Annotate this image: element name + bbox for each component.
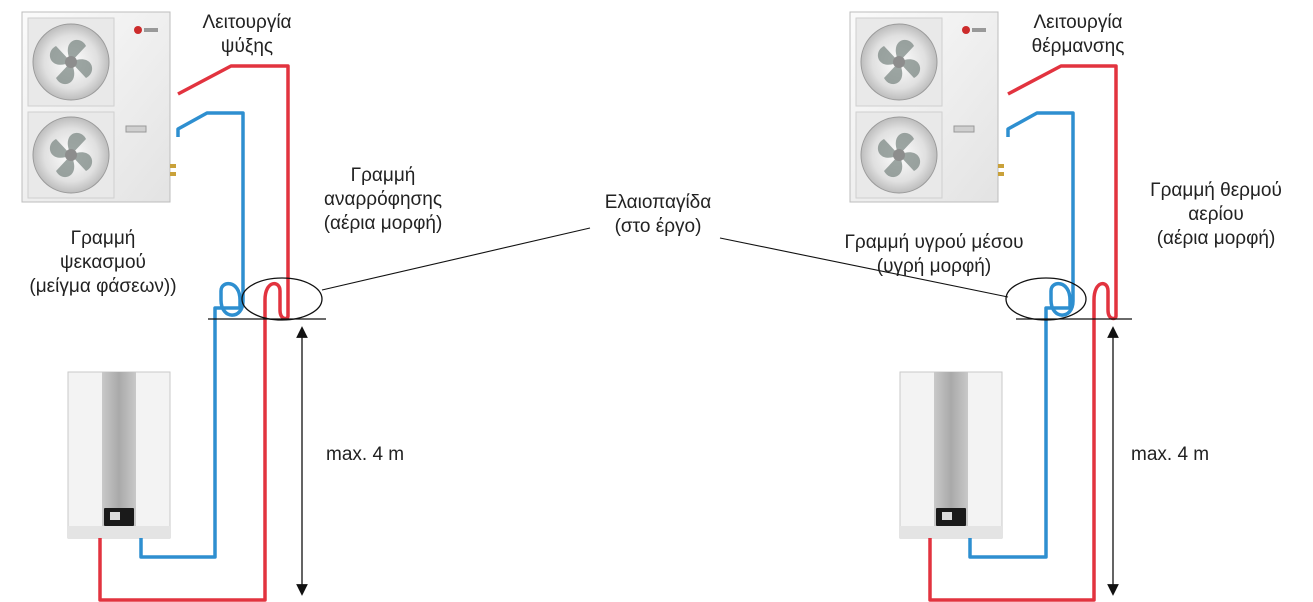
outdoor-unit-icon: [21, 11, 176, 203]
hot-line-right: [928, 64, 1118, 602]
oil-trap-label: Ελαιοπαγίδα(στο έργο): [604, 192, 712, 237]
hot-line-left: [98, 64, 290, 602]
oil-trap-marker-right: [1005, 277, 1087, 321]
indoor-unit-icon: [899, 371, 1003, 539]
leader-line-right: [719, 237, 1009, 298]
oil-trap-marker-left: [241, 277, 323, 321]
height-label-left: max. 4 m: [326, 444, 405, 465]
liquid-line-label: Γραμμή υγρού μέσου(υγρή μορφή): [844, 232, 1024, 277]
outdoor-unit-icon: [849, 11, 1004, 203]
leader-line-left: [321, 227, 591, 291]
indoor-unit-icon: [67, 371, 171, 539]
height-label-right: max. 4 m: [1131, 444, 1210, 465]
cold-line-left: [139, 111, 245, 559]
cold-line-right: [968, 111, 1075, 559]
